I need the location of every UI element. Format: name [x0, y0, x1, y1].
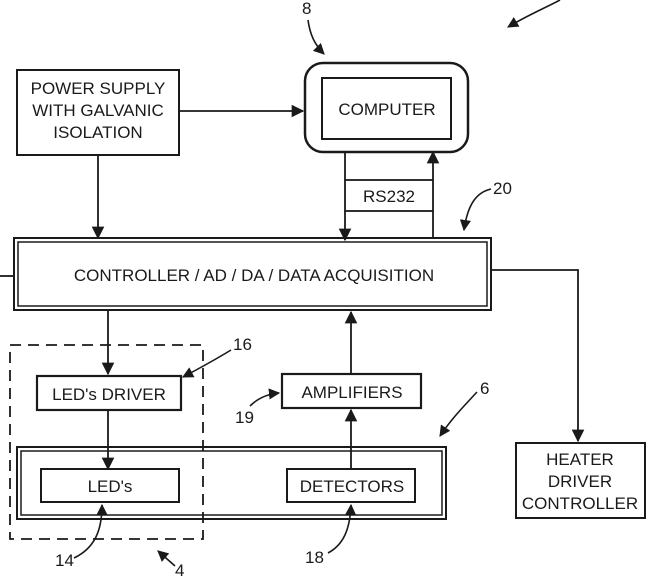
power-supply-line-2: WITH GALVANIC: [32, 101, 164, 120]
rs232-link: RS232: [345, 152, 433, 240]
led-unit-enclosure: [10, 345, 203, 539]
led-driver-label: LED's DRIVER: [52, 385, 166, 404]
ref-leds: 14: [55, 551, 74, 570]
leds-label: LED's: [88, 477, 133, 496]
heater-line-2: DRIVER: [548, 472, 612, 491]
detectors-label: DETECTORS: [300, 477, 405, 496]
power-supply-line-1: POWER SUPPLY: [31, 79, 166, 98]
ref-led-driver: 16: [233, 335, 252, 354]
computer-label: COMPUTER: [338, 100, 435, 119]
ref-led-unit: 4: [175, 561, 184, 576]
controller-block: CONTROLLER / AD / DA / DATA ACQUISITION: [14, 238, 491, 310]
amplifiers-label: AMPLIFIERS: [301, 383, 402, 402]
ref-detector-unit: 6: [480, 379, 489, 398]
heater-line-3: CONTROLLER: [522, 494, 638, 513]
ref-amplifiers: 19: [235, 408, 254, 427]
power-supply-block: POWER SUPPLY WITH GALVANIC ISOLATION: [17, 70, 179, 155]
ref-detectors: 18: [305, 548, 324, 567]
system-ref-arrow: [508, 0, 560, 27]
ref-controller: 20: [493, 179, 512, 198]
controller-label: CONTROLLER / AD / DA / DATA ACQUISITION: [74, 266, 434, 285]
power-supply-line-3: ISOLATION: [53, 123, 142, 142]
ref-computer: 8: [302, 0, 311, 18]
amplifiers-block: AMPLIFIERS: [282, 374, 421, 408]
computer-block: COMPUTER: [305, 63, 468, 152]
heater-driver-controller-block: HEATER DRIVER CONTROLLER: [516, 443, 645, 518]
leds-block: LED's: [41, 469, 179, 502]
led-driver-block: LED's DRIVER: [37, 376, 181, 410]
controller-to-heater-arrow: [491, 270, 578, 441]
rs232-label: RS232: [363, 187, 415, 206]
heater-line-1: HEATER: [546, 450, 614, 469]
detectors-block: DETECTORS: [287, 469, 415, 502]
